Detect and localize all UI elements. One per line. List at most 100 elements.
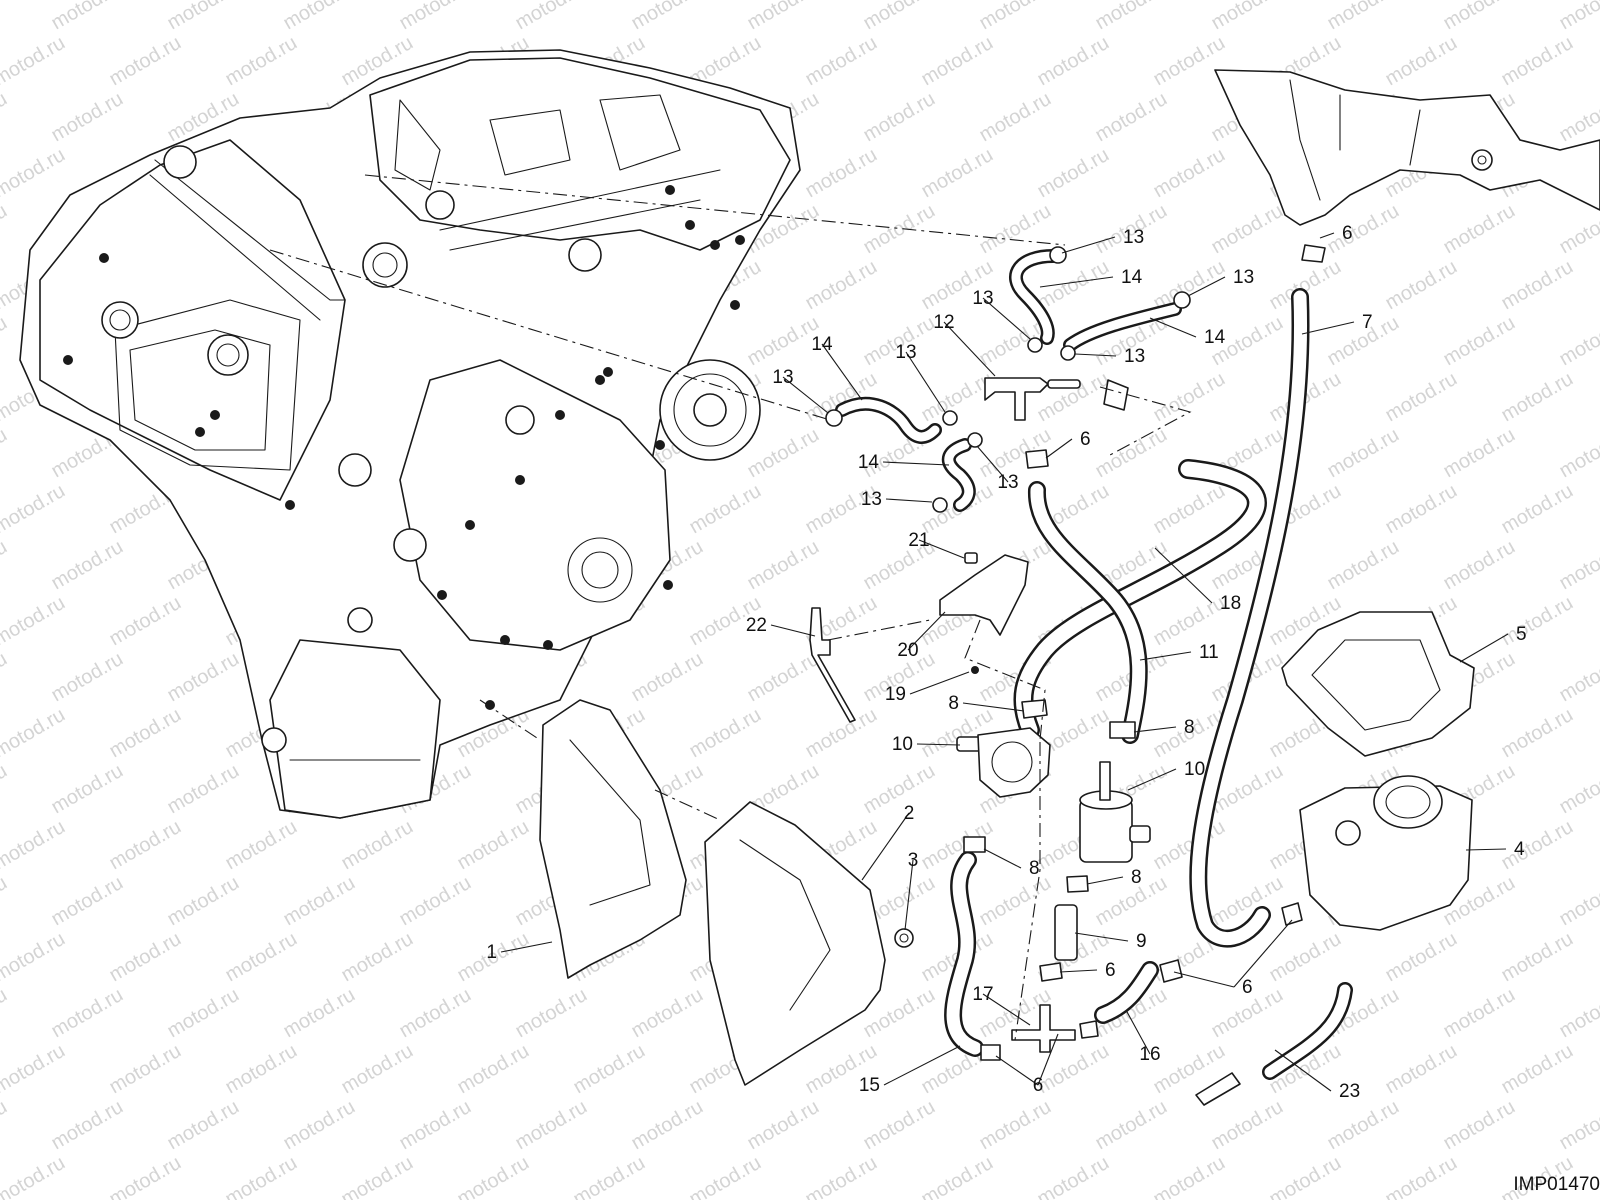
watermark-text: motod.ru xyxy=(338,816,417,875)
callout-label-c3: 3 xyxy=(908,850,919,871)
leader-line-c13e xyxy=(905,351,946,413)
watermark-text: motod.ru xyxy=(396,984,475,1043)
watermark-text: motod.ru xyxy=(1150,144,1229,203)
watermark-text: motod.ru xyxy=(1382,480,1461,539)
watermark-text: motod.ru xyxy=(1440,424,1519,483)
watermark-text: motod.ru xyxy=(1556,424,1600,483)
watermark-text: motod.ru xyxy=(1556,648,1600,707)
callout-label-c21: 21 xyxy=(908,530,929,551)
watermark-text: motod.ru xyxy=(1324,536,1403,595)
watermark-text: motod.ru xyxy=(0,592,69,651)
watermark-text: motod.ru xyxy=(0,144,69,203)
engine-block xyxy=(19,49,801,819)
watermark-text: motod.ru xyxy=(280,1096,359,1155)
watermark-text: motod.ru xyxy=(0,32,69,91)
watermark-text: motod.ru xyxy=(48,536,127,595)
watermark-text: motod.ru xyxy=(512,1096,591,1155)
watermark-text: motod.ru xyxy=(1092,424,1171,483)
watermark-text: motod.ru xyxy=(1208,200,1287,259)
callout-label-c13h: 13 xyxy=(861,489,882,510)
watermark-text: motod.ru xyxy=(1498,256,1577,315)
watermark-text: motod.ru xyxy=(1498,480,1577,539)
watermark-text: motod.ru xyxy=(918,144,997,203)
watermark-text: motod.ru xyxy=(1382,368,1461,427)
leader-line-c4 xyxy=(1465,848,1507,851)
watermark-text: motod.ru xyxy=(48,0,127,34)
callout-label-c6b: 6 xyxy=(1080,429,1091,450)
watermark-text: motod.ru xyxy=(106,704,185,763)
watermark-text: motod.ru xyxy=(106,1040,185,1099)
watermark-text: motod.ru xyxy=(106,1152,185,1200)
callout-label-c8a: 8 xyxy=(948,693,959,714)
watermark-text: motod.ru xyxy=(164,648,243,707)
watermark-text: motod.ru xyxy=(860,1096,939,1155)
watermark-text: motod.ru xyxy=(0,312,11,371)
watermark-text: motod.ru xyxy=(1556,200,1600,259)
callout-label-c10b: 10 xyxy=(1184,759,1205,780)
watermark-text: motod.ru xyxy=(1498,704,1577,763)
watermark-text: motod.ru xyxy=(1440,200,1519,259)
watermark-text: motod.ru xyxy=(802,32,881,91)
watermark-text: motod.ru xyxy=(1324,1096,1403,1155)
watermark-text: motod.ru xyxy=(860,760,939,819)
watermark-text: motod.ru xyxy=(0,1096,11,1155)
watermark-text: motod.ru xyxy=(1556,536,1600,595)
watermark-text: motod.ru xyxy=(1150,32,1229,91)
callout-label-c7: 7 xyxy=(1362,312,1373,333)
watermark-text: motod.ru xyxy=(1440,312,1519,371)
watermark-text: motod.ru xyxy=(628,648,707,707)
watermark-text: motod.ru xyxy=(164,872,243,931)
watermark-text: motod.ru xyxy=(1440,1096,1519,1155)
leader-line-c13g xyxy=(976,445,1009,483)
leader-line-c1 xyxy=(500,941,553,953)
watermark-text: motod.ru xyxy=(1556,760,1600,819)
callout-label-c22: 22 xyxy=(746,615,767,636)
watermark-text: motod.ru xyxy=(106,816,185,875)
watermark-text: motod.ru xyxy=(570,1040,649,1099)
watermark-text: motod.ru xyxy=(0,984,11,1043)
leader-line-c13d xyxy=(1074,353,1117,357)
watermark-text: motod.ru xyxy=(1498,32,1577,91)
watermark-text: motod.ru xyxy=(1498,816,1577,875)
callout-label-c19: 19 xyxy=(885,684,906,705)
leader-line-c18 xyxy=(1154,547,1213,604)
leader-line-c14a xyxy=(1039,276,1114,288)
watermark-text: motod.ru xyxy=(106,592,185,651)
watermark-text: motod.ru xyxy=(686,480,765,539)
leader-line-c8c xyxy=(983,848,1022,869)
watermark-text: motod.ru xyxy=(338,1040,417,1099)
watermark-text: motod.ru xyxy=(1556,0,1600,34)
watermark-text: motod.ru xyxy=(48,648,127,707)
watermark-text: motod.ru xyxy=(512,984,591,1043)
callout-label-c9: 9 xyxy=(1136,931,1147,952)
watermark-text: motod.ru xyxy=(976,872,1055,931)
leader-line-c13f xyxy=(782,376,829,414)
watermark-text: motod.ru xyxy=(164,0,243,34)
watermark-text: motod.ru xyxy=(164,760,243,819)
watermark-text: motod.ru xyxy=(1556,1096,1600,1155)
watermark-text: motod.ru xyxy=(396,1096,475,1155)
leader-line-c8b xyxy=(1133,726,1177,733)
callout-label-c18: 18 xyxy=(1220,593,1241,614)
leader-line-c13h xyxy=(885,498,933,503)
watermark-text: motod.ru xyxy=(1092,1096,1171,1155)
watermark-text: motod.ru xyxy=(802,144,881,203)
watermark-text: motod.ru xyxy=(1266,1152,1345,1200)
callout-label-c14a: 14 xyxy=(1121,267,1143,288)
watermark-text: motod.ru xyxy=(860,200,939,259)
watermark-text: motod.ru xyxy=(1556,872,1600,931)
watermark-text: motod.ru xyxy=(628,0,707,34)
watermark-text: motod.ru xyxy=(1324,0,1403,34)
leader-line-c21 xyxy=(918,539,965,559)
watermark-text: motod.ru xyxy=(48,760,127,819)
small-parts xyxy=(809,244,1475,1106)
callout-label-c6d: 6 xyxy=(1242,977,1253,998)
watermark-text: motod.ru xyxy=(1208,1096,1287,1155)
watermark-text: motod.ru xyxy=(1382,1152,1461,1200)
watermark-text: motod.ru xyxy=(1324,424,1403,483)
callout-label-c13d: 13 xyxy=(1124,346,1145,367)
watermark-text: motod.ru xyxy=(0,928,69,987)
leader-line-c6a xyxy=(1319,232,1335,239)
watermark-text: motod.ru xyxy=(222,1040,301,1099)
